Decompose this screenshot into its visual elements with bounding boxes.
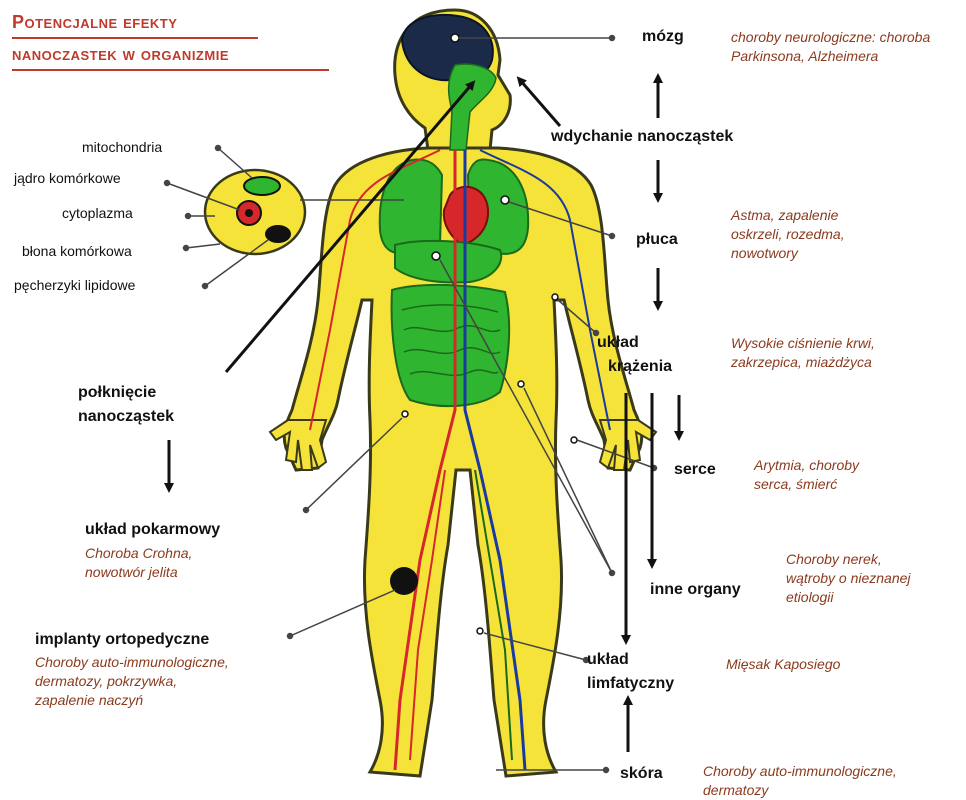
- effect-digestive: Choroba Crohna,nowotwór jelita: [85, 544, 192, 582]
- label-vesicles: pęcherzyki lipidowe: [14, 277, 135, 293]
- intestines: [392, 285, 510, 406]
- route-ingestion-1: połknięcie: [78, 384, 156, 402]
- label-membrane: błona komórkowa: [22, 243, 132, 259]
- effect-circulation: Wysokie ciśnienie krwi,zakrzepica, miażd…: [731, 334, 875, 372]
- route-digestive: układ pokarmowy: [85, 521, 220, 539]
- effect-implants: Choroby auto-immunologiczne,dermatozy, p…: [35, 653, 229, 710]
- route-lymph-1: układ: [587, 651, 629, 669]
- route-implants: implanty ortopedyczne: [35, 631, 209, 649]
- lipid-vesicle: [265, 225, 291, 243]
- mitochondrion: [244, 177, 280, 195]
- route-lungs: płuca: [636, 231, 678, 249]
- label-cytoplasm: cytoplazma: [62, 205, 133, 221]
- route-circulation-1: układ: [597, 334, 639, 352]
- route-lymph-2: limfatyczny: [587, 675, 674, 693]
- route-ingestion-2: nanocząstek: [78, 408, 174, 426]
- route-brain: mózg: [642, 28, 684, 46]
- route-circulation-2: krążenia: [608, 358, 672, 376]
- route-inhalation: wdychanie nanocząstek: [551, 128, 733, 146]
- arrow-up-icon: [520, 80, 560, 126]
- route-heart: serce: [674, 461, 716, 479]
- label-mitochondria: mitochondria: [82, 139, 162, 155]
- route-skin: skóra: [620, 765, 663, 783]
- effect-lymph: Mięsak Kaposiego: [726, 655, 840, 674]
- label-nucleus: jądro komórkowe: [14, 170, 121, 186]
- route-other-organs: inne organy: [650, 581, 741, 599]
- cell-icon: [205, 170, 305, 254]
- effect-skin: Choroby auto-immunologiczne,dermatozy: [703, 762, 897, 800]
